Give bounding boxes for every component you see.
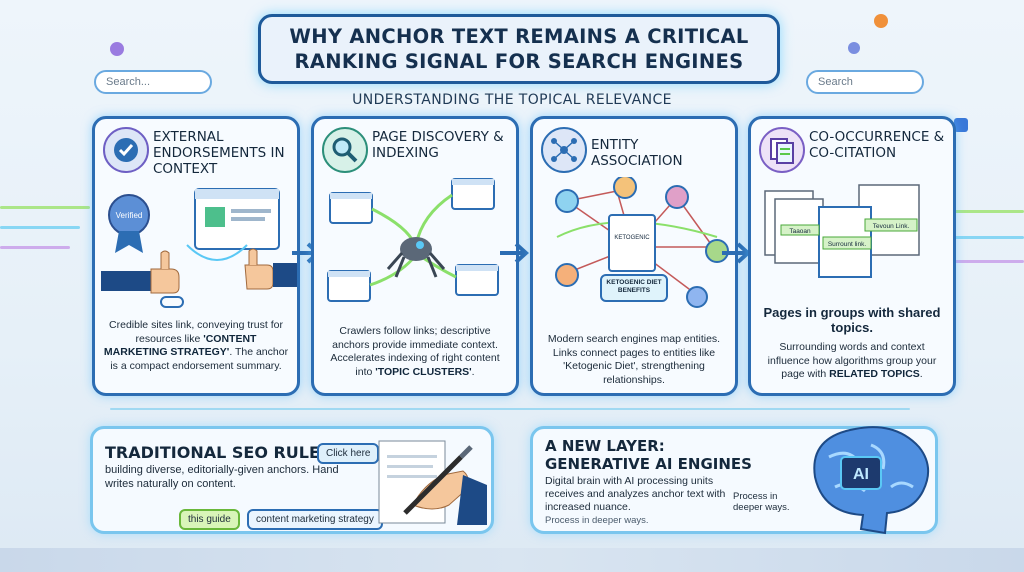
- bg-line-decor: [0, 226, 80, 229]
- page-title: WHY ANCHOR TEXT REMAINS A CRITICAL RANKI…: [258, 14, 780, 84]
- panel-title-line-1: A NEW LAYER:: [545, 437, 665, 455]
- endorsement-illustration: Verified: [101, 188, 297, 308]
- card-body-highlight: RELATED TOPICS: [829, 368, 920, 380]
- card-title: PAGE DISCOVERY & INDEXING: [372, 129, 504, 161]
- card-body: Credible sites link, conveying trust for…: [103, 319, 289, 373]
- anchor-chip-content-marketing-strategy[interactable]: content marketing strategy: [247, 509, 383, 530]
- bg-line-decor: [110, 408, 910, 410]
- doc-label: Taaoan: [789, 228, 811, 235]
- documents-icon: [759, 127, 805, 173]
- card-co-occurrence: CO-OCCURRENCE & CO-CITATION Taaoan Surro…: [748, 116, 956, 396]
- card-body: Crawlers follow links; descriptive ancho…: [322, 325, 508, 379]
- card-body-text: Surrounding words and context influence …: [767, 341, 937, 380]
- ai-brain-icon: AI: [813, 426, 930, 535]
- panel-title: A NEW LAYER: GENERATIVE AI ENGINES: [545, 437, 752, 473]
- card-external-endorsements: EXTERNAL ENDORSEMENTS IN CONTEXT Verifie…: [92, 116, 300, 396]
- magnifier-icon: [322, 127, 368, 173]
- card-body-text: Crawlers follow links; descriptive ancho…: [330, 325, 500, 378]
- search-input-left[interactable]: Search...: [94, 70, 212, 94]
- anchor-chip-this-guide[interactable]: this guide: [179, 509, 240, 530]
- card-title: ENTITY ASSOCIATION: [591, 137, 683, 169]
- card-body: Surrounding words and context influence …: [759, 341, 945, 382]
- card-heading: Pages in groups with shared topics.: [763, 305, 941, 335]
- download-icon: [954, 118, 968, 132]
- entity-label: KETOGENIC DIET BENEFITS: [606, 279, 662, 294]
- brain-callout: Process in deeper ways.: [733, 491, 790, 513]
- panel-title-line-2: GENERATIVE AI ENGINES: [545, 455, 752, 473]
- writing-hand-icon: [378, 440, 487, 525]
- decor-dot: [848, 42, 860, 54]
- arrow-right-icon: [498, 240, 532, 266]
- card-body-text: .: [471, 365, 475, 378]
- card-body: Modern search engines map entities. Link…: [541, 333, 727, 387]
- card-entity-association: ENTITY ASSOCIATION KETOGENIC KETOGENIC D…: [530, 116, 738, 396]
- card-body-highlight: 'CONTENT MARKETING STRATEGY': [103, 332, 257, 359]
- bg-line-decor: [940, 210, 1024, 213]
- bg-line-decor: [955, 260, 1024, 263]
- panel-generative-ai: A NEW LAYER: GENERATIVE AI ENGINES Digit…: [530, 426, 938, 535]
- card-body-highlight: 'TOPIC CLUSTERS': [375, 365, 472, 378]
- verified-badge-label: Verified: [116, 211, 143, 220]
- panel-traditional-seo: TRADITIONAL SEO RULE building diverse, e…: [90, 426, 494, 534]
- card-body-text: . The anchor is a compact endorsement su…: [110, 346, 289, 372]
- panel-note: Process in deeper ways.: [545, 515, 649, 526]
- panel-title: TRADITIONAL SEO RULE: [105, 443, 320, 462]
- anchor-chip-click-here[interactable]: Click here: [317, 443, 380, 464]
- footer-bar: [0, 548, 1024, 572]
- card-title: EXTERNAL ENDORSEMENTS IN CONTEXT: [153, 129, 285, 177]
- network-icon: [541, 127, 587, 173]
- doc-label: Surrount link.: [828, 241, 866, 248]
- notification-icon: [874, 14, 888, 28]
- crawler-illustration: [327, 178, 499, 302]
- panel-body: Digital brain with AI processing units r…: [545, 475, 726, 513]
- card-body-text: Modern search engines map entities. Link…: [547, 333, 721, 386]
- bg-line-decor: [948, 236, 1024, 239]
- page-subtitle: UNDERSTANDING THE TOPICAL RELEVANCE: [352, 92, 672, 108]
- card-title: CO-OCCURRENCE & CO-CITATION: [809, 129, 945, 161]
- search-input-right[interactable]: Search: [806, 70, 924, 94]
- card-body-text: .: [919, 368, 923, 380]
- verified-check-icon: [103, 127, 149, 173]
- co-citation-illustration: Taaoan Surrount link. Tevoun Link.: [764, 184, 920, 278]
- ai-chip-label: AI: [853, 466, 869, 483]
- card-page-discovery: PAGE DISCOVERY & INDEXING Crawlers follo…: [311, 116, 519, 396]
- doc-label: KETOGENIC: [614, 235, 650, 241]
- doc-label: Tevoun Link.: [873, 223, 910, 230]
- decor-dot: [110, 42, 124, 56]
- title-line-2: RANKING SIGNAL FOR SEARCH ENGINES: [294, 50, 744, 73]
- card-body-text: Credible sites link, conveying trust for…: [109, 319, 283, 345]
- title-line-1: WHY ANCHOR TEXT REMAINS A CRITICAL: [289, 25, 749, 48]
- panel-body: building diverse, editorially-given anch…: [105, 464, 339, 490]
- entity-network-illustration: KETOGENIC: [555, 177, 729, 308]
- bg-line-decor: [0, 206, 90, 209]
- bg-line-decor: [0, 246, 70, 249]
